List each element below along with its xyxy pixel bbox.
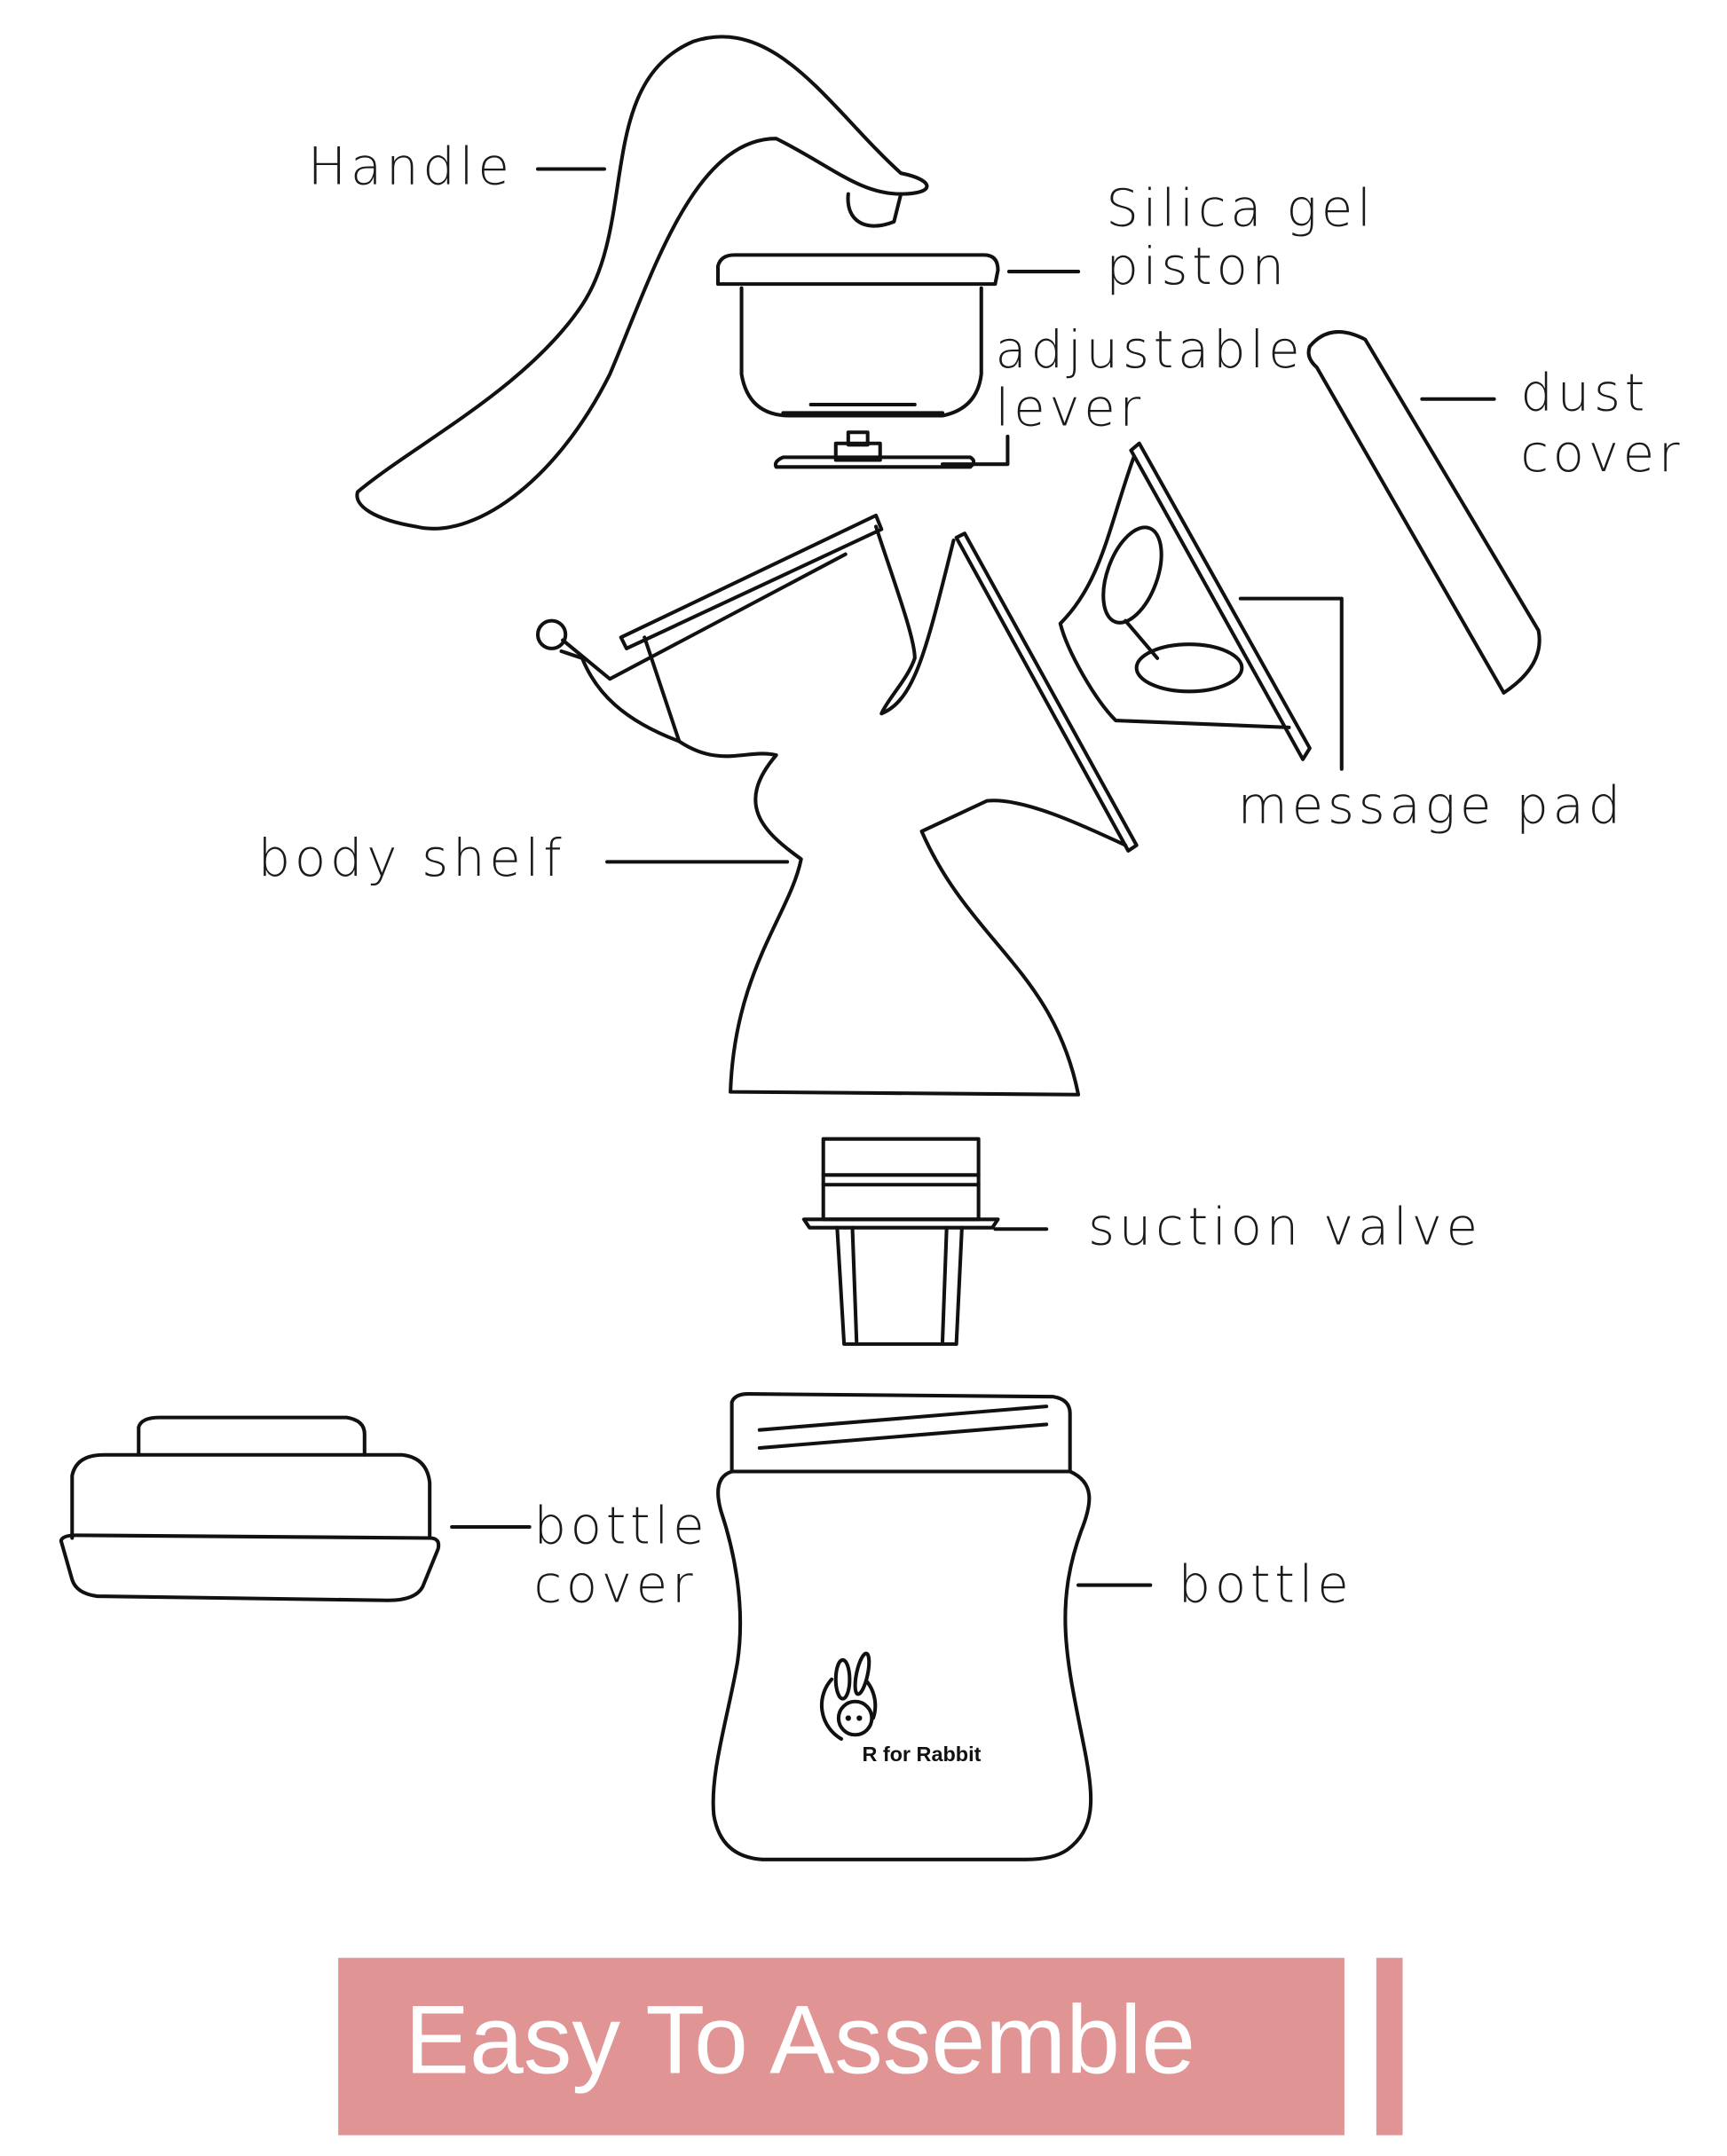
banner-accent-bar [1376,1957,1403,2136]
logo-text: R for Rabbit [862,1743,981,1766]
bottle-cover-label-line2: cover [533,1554,697,1614]
dust-cover-label-line2: cover [1520,423,1684,484]
body-shelf-label: body shelf [258,828,566,888]
silica-gel-piston-label-line1: Silica gel [1106,178,1375,239]
lever-leader-line [940,434,1010,467]
dust-cover-label-line1: dust [1520,362,1649,422]
bottle-part [711,1392,1093,1861]
message-pad-leader-line [1238,596,1344,771]
bottle-cover-label-line1: bottle [533,1496,708,1556]
adjustable-lever-label-line2: lever [995,377,1144,437]
handle-part [355,35,929,531]
handle-label: Handle [308,137,514,197]
banner-background [338,1957,1345,2136]
bottle-cover-part [59,1415,441,1602]
silica-gel-piston-label-line2: piston [1106,236,1289,296]
bottle-label: bottle [1179,1554,1353,1614]
message-pad-label: message pad [1238,775,1625,836]
r-for-rabbit-logo: R for Rabbit [819,1651,982,1766]
message-pad-part [1058,441,1312,761]
body-shelf-part [535,513,1139,1097]
suction-valve-label: suction valve [1088,1196,1482,1256]
suction-valve-part [801,1137,1000,1346]
silica-gel-piston-part [715,253,1000,469]
banner-title: Easy To Assemble [405,1986,1195,2094]
adjustable-lever-label-line1: adjustable [995,319,1304,380]
dust-cover-part [1306,330,1542,695]
